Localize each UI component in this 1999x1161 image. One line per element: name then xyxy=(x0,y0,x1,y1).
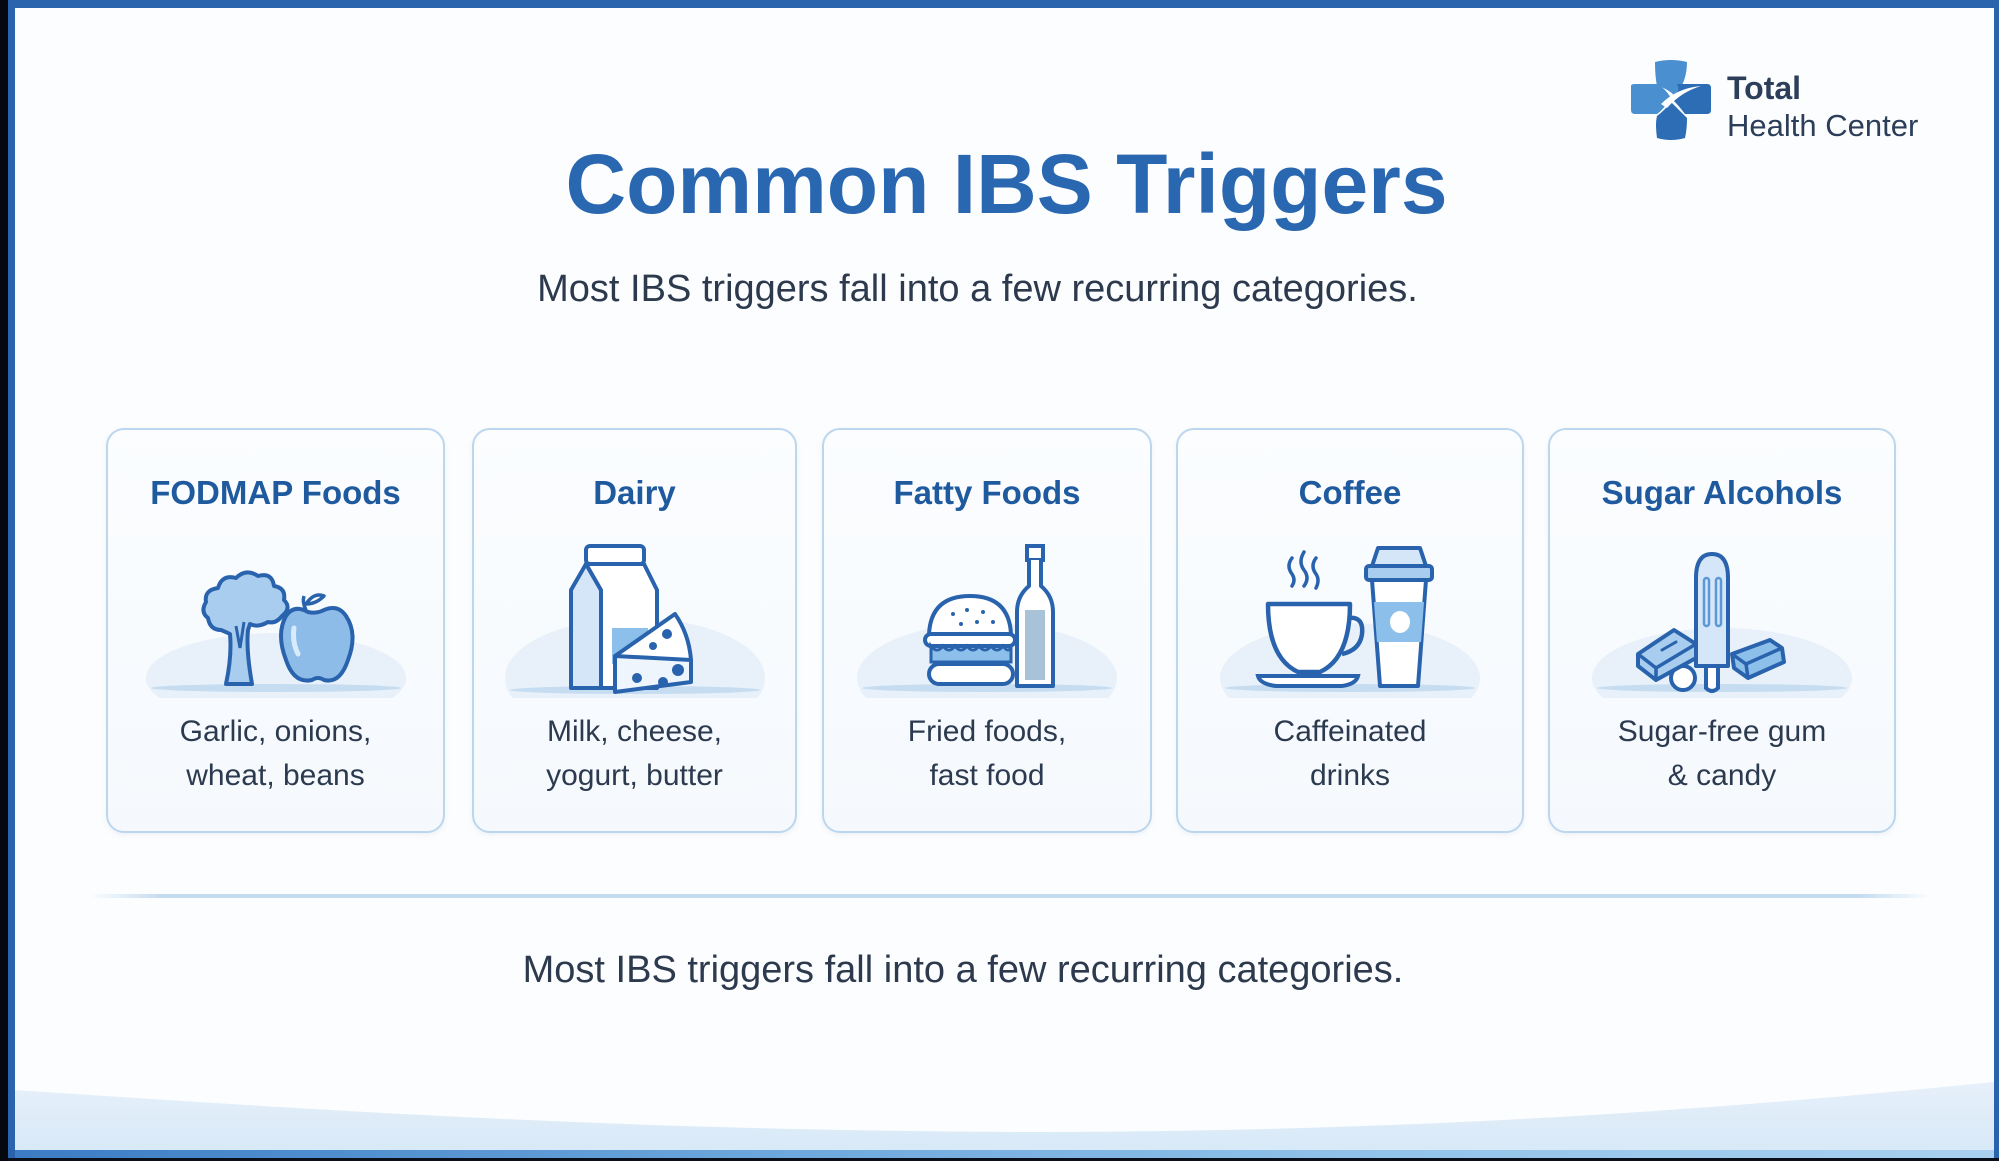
coffee-cup-icon xyxy=(1220,546,1480,698)
card-description-line2: wheat, beans xyxy=(186,759,365,792)
card-description: Fried foods, fast food xyxy=(824,710,1150,798)
bottom-wave-decoration xyxy=(15,1082,1994,1150)
page-title: Common IBS Triggers xyxy=(565,137,1448,231)
card-title: FODMAP Foods xyxy=(150,474,401,511)
bottom-edge xyxy=(8,1158,1999,1161)
card-description-line2: yogurt, butter xyxy=(546,759,723,792)
trigger-card-fodmap[interactable]: FODMAP Foods Garlic, onions, wheat, bean… xyxy=(106,428,445,833)
card-description: Caffeinated drinks xyxy=(1178,710,1522,798)
bottom-accent-bar xyxy=(15,1150,1994,1158)
brand-logo[interactable]: Total Health Center xyxy=(1627,58,1987,158)
card-title: Coffee xyxy=(1298,474,1402,511)
card-description-line2: & candy xyxy=(1667,759,1777,792)
trigger-card-sugar-alcohols[interactable]: Sugar Alcohols Sugar-free gum & candy xyxy=(1548,428,1896,833)
card-title: Dairy xyxy=(593,474,676,511)
burger-bottle-icon xyxy=(857,544,1117,698)
card-title: Fatty Foods xyxy=(893,474,1081,511)
card-description-line2: fast food xyxy=(929,759,1045,792)
card-title: Sugar Alcohols xyxy=(1601,474,1843,511)
card-description-line1: Garlic, onions, xyxy=(179,715,372,748)
card-description-line1: Fried foods, xyxy=(907,715,1067,748)
section-divider xyxy=(90,894,1930,898)
card-description-line1: Caffeinated xyxy=(1273,715,1427,748)
brand-name-line2: Health Center xyxy=(1727,108,1919,143)
milk-cheese-icon xyxy=(504,544,765,698)
page-subtitle: Most IBS triggers fall into a few recurr… xyxy=(537,268,1418,310)
card-description-line2: drinks xyxy=(1309,759,1391,792)
footer-caption: Most IBS triggers fall into a few recurr… xyxy=(522,949,1404,991)
brand-name-line1: Total xyxy=(1727,70,1802,106)
card-description: Milk, cheese, yogurt, butter xyxy=(474,710,795,798)
trigger-card-dairy[interactable]: Dairy Milk, cheese, yogurt, butter xyxy=(472,428,797,833)
popsicle-candy-icon xyxy=(1592,552,1852,698)
trigger-card-coffee[interactable]: Coffee Caffeinated drinks xyxy=(1176,428,1524,833)
card-description-line1: Sugar-free gum xyxy=(1617,715,1827,748)
broccoli-apple-icon xyxy=(145,570,406,698)
brand-name: Total Health Center xyxy=(1727,69,1918,145)
card-description: Sugar-free gum & candy xyxy=(1550,710,1894,798)
slide: Total Health Center Common IBS Triggers … xyxy=(15,8,1994,1150)
trigger-card-fatty-foods[interactable]: Fatty Foods Fried foods, fast food xyxy=(822,428,1152,833)
medical-cross-icon xyxy=(1631,60,1711,140)
card-description-line1: Milk, cheese, xyxy=(546,715,723,748)
card-description: Garlic, onions, wheat, beans xyxy=(108,710,443,798)
